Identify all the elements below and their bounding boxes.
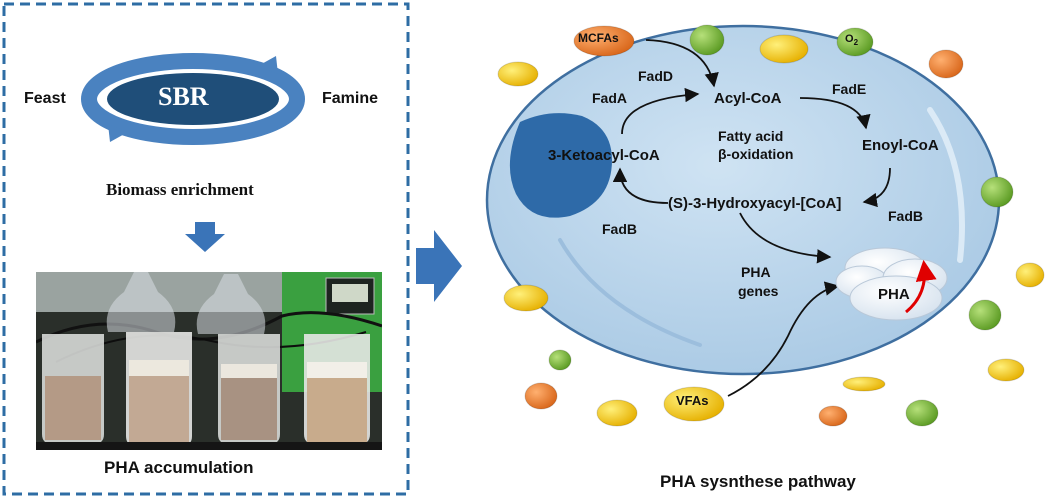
green-bead bbox=[689, 24, 725, 56]
yellow-bead bbox=[842, 376, 886, 392]
beta-oxidation-cycle bbox=[612, 39, 891, 397]
pha-genes-label-line1: PHA bbox=[741, 264, 771, 280]
enzyme-fadd-label: FadD bbox=[638, 68, 673, 84]
down-arrow-icon bbox=[185, 222, 225, 252]
sbr-label: SBR bbox=[158, 82, 209, 111]
oxygen-label: O2 bbox=[845, 33, 859, 48]
yellow-bead bbox=[596, 399, 638, 427]
green-bead bbox=[980, 176, 1014, 208]
enzyme-fadb-left-label: FadB bbox=[602, 221, 637, 237]
enzyme-fada-label: FadA bbox=[592, 90, 627, 106]
enzyme-fadb-right-label: FadB bbox=[888, 208, 923, 224]
pha-pathway-caption: PHA sysnthese pathway bbox=[660, 472, 856, 491]
pha-accumulation-caption: PHA accumulation bbox=[104, 458, 254, 477]
green-bead bbox=[548, 349, 572, 371]
sbr-arrow-bottom-icon bbox=[108, 124, 128, 142]
yellow-bead bbox=[1015, 262, 1045, 288]
acyl-coa-label: Acyl-CoA bbox=[714, 90, 782, 107]
cell-highlight bbox=[927, 107, 965, 263]
yellow-bead bbox=[503, 284, 549, 312]
green-bead bbox=[968, 299, 1002, 331]
orange-bead bbox=[524, 382, 558, 410]
vfa-to-granule-arrow bbox=[727, 281, 840, 397]
yellow-bead bbox=[497, 61, 539, 87]
orange-bead bbox=[818, 405, 848, 427]
fatty-acid-label: Fatty acid bbox=[718, 128, 784, 144]
beta-oxidation-label: β-oxidation bbox=[718, 146, 794, 162]
ketoacyl-to-acylcoa-arrow bbox=[621, 87, 700, 135]
mcfa-label: MCFAs bbox=[578, 31, 619, 45]
substrate-beads bbox=[497, 24, 1045, 427]
vfa-bead bbox=[663, 386, 725, 422]
process-arrow-icon bbox=[416, 230, 462, 302]
hydroxyacyl-to-granule-arrow bbox=[739, 212, 832, 264]
hydroxyacyl-coa-label: (S)-3-Hydroxyacyl-[CoA] bbox=[668, 195, 842, 212]
enzyme-fade-label: FadE bbox=[832, 81, 867, 97]
feast-label: Feast bbox=[24, 90, 66, 107]
famine-label: Famine bbox=[322, 90, 379, 107]
cell-highlight bbox=[558, 238, 702, 347]
reactor-photo bbox=[36, 272, 382, 450]
enoyl-coa-label: Enoyl-CoA bbox=[862, 137, 939, 154]
acylcoa-to-enoylcoa-arrow bbox=[799, 97, 871, 130]
pha-growth-arrow-icon bbox=[905, 259, 937, 314]
biomass-enrichment-caption: Biomass enrichment bbox=[106, 180, 254, 199]
vfa-label: VFAs bbox=[676, 393, 709, 408]
yellow-bead bbox=[987, 358, 1025, 382]
mcfa-bead bbox=[573, 25, 635, 57]
hydroxyacyl-to-ketoacyl-arrow bbox=[612, 167, 669, 204]
oxygen-bead bbox=[836, 27, 874, 57]
green-bead bbox=[905, 399, 939, 427]
sbr-arrow-top-icon bbox=[258, 56, 278, 74]
mcfa-to-acylcoa-arrow bbox=[645, 39, 719, 88]
ketoacyl-coa-label: 3-Ketoacyl-CoA bbox=[548, 147, 660, 164]
left-panel-frame bbox=[2, 2, 410, 496]
sbr-cycle bbox=[81, 53, 305, 145]
nucleoid bbox=[509, 113, 612, 218]
orange-bead bbox=[928, 49, 964, 79]
enoylcoa-to-hydroxyacyl-arrow bbox=[862, 167, 891, 208]
yellow-bead bbox=[759, 34, 809, 64]
pha-granule-label: PHA bbox=[878, 286, 910, 303]
pha-genes-label-line2: genes bbox=[738, 283, 779, 299]
